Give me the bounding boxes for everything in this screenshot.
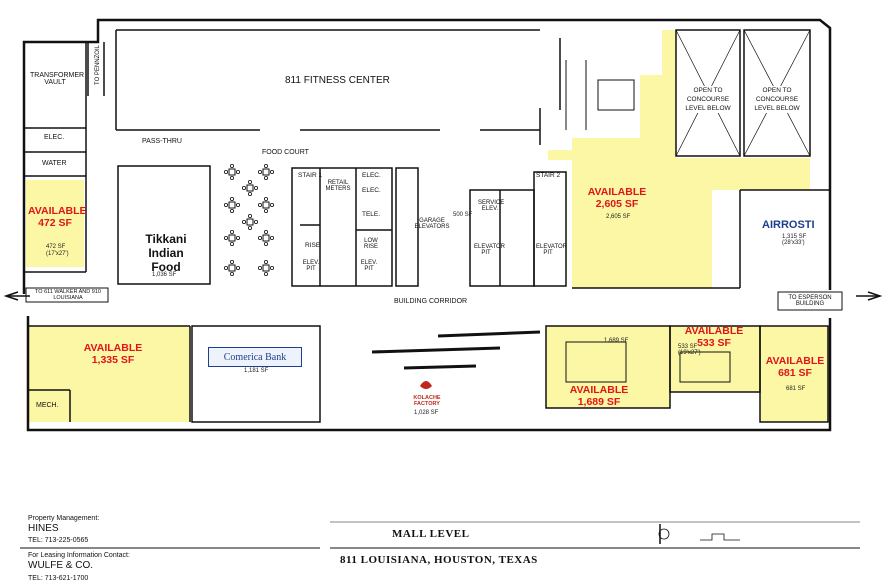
building-corridor-label: BUILDING CORRIDOR xyxy=(394,298,468,305)
available-1689-sf: 1,689 SF xyxy=(604,338,629,344)
available-area-681 xyxy=(760,326,828,422)
exterior-walls xyxy=(22,18,832,432)
water-label: WATER xyxy=(42,160,67,167)
property-management-phone: TEL: 713-225-0565 xyxy=(28,537,89,544)
leasing-phone: TEL: 713-621-1700 xyxy=(28,575,89,582)
to-esperson-label: TO ESPERSON BUILDING xyxy=(788,295,832,307)
comerica-logo: Comerica Bank xyxy=(208,347,302,367)
garage-elevators-label: GARAGE ELEVATORS xyxy=(414,218,450,230)
food-court-label: FOOD COURT xyxy=(262,149,309,156)
open-concourse-1-label: OPEN TO CONCOURSE LEVEL BELOW xyxy=(680,86,736,113)
elev-pit-a-label: ELEV. PIT xyxy=(302,260,320,272)
airrosti-dims: (28'x33') xyxy=(782,240,805,246)
elec-b-label: ELEC. xyxy=(362,187,381,194)
rise-label: RISE xyxy=(305,242,321,249)
comerica-name: Comerica Bank xyxy=(223,351,287,363)
service-elev-label: SERVICE ELEV. xyxy=(478,200,505,212)
available-fills xyxy=(26,30,828,422)
elevator-pit-a-label: ELEVATOR PIT xyxy=(474,244,506,256)
property-management-heading: Property Management: xyxy=(28,515,100,522)
available-area-2605 xyxy=(548,30,810,288)
tikkani-label: Tikkani Indian Food xyxy=(145,232,187,274)
to-walker-label: TO 611 WALKER AND 910 LOUISIANA xyxy=(35,289,101,301)
airrosti-logo: AIRROSTI xyxy=(762,219,815,231)
title-block xyxy=(20,521,860,549)
stair-1-label: STAIR 1 xyxy=(298,172,323,179)
available-2605-sf: 2,605 SF xyxy=(606,214,631,220)
comerica-sf: 1,181 SF xyxy=(244,368,269,374)
corridor-ramps xyxy=(371,330,541,370)
available-472-sf: 472 SF xyxy=(46,244,66,250)
mech-label: MECH. xyxy=(36,402,59,409)
plan-address: 811 LOUISIANA, HOUSTON, TEXAS xyxy=(340,554,538,566)
elev-pit-b-label: ELEV. PIT xyxy=(360,260,378,272)
tele-label: TELE. xyxy=(362,211,381,218)
retail-meters-label: RETAIL METERS xyxy=(325,180,351,192)
open-concourse-2-label: OPEN TO CONCOURSE LEVEL BELOW xyxy=(748,86,806,113)
kolache-factory-logo xyxy=(420,381,432,389)
transformer-vault-label: TRANSFORMER VAULT xyxy=(30,72,85,86)
fitness-center-label: 811 FITNESS CENTER xyxy=(285,75,390,86)
plan-title: MALL LEVEL xyxy=(392,528,470,540)
available-area-472 xyxy=(26,180,84,267)
available-681-sf: 681 SF xyxy=(786,386,806,392)
available-area-533 xyxy=(670,326,760,392)
available-area-1335 xyxy=(28,326,190,422)
interior-walls xyxy=(24,29,830,423)
leasing-company: WULFE & CO. xyxy=(28,560,94,571)
available-area-1689 xyxy=(546,326,670,408)
pass-thru-label: PASS-THRU xyxy=(142,138,182,145)
available-533-dims: (19'x27') xyxy=(678,350,701,356)
stair-2-label: STAIR 2 xyxy=(536,172,561,179)
elevator-pit-b-label: ELEVATOR PIT xyxy=(536,244,568,256)
low-rise-label: LOW RISE xyxy=(363,238,378,250)
tikkani-sf: 1,036 SF xyxy=(152,272,177,278)
food-court-tables xyxy=(223,163,275,277)
elec-a-label: ELEC. xyxy=(362,172,381,179)
airrosti-sf: 1,315 SF xyxy=(782,234,807,240)
available-472-dims: (17'x27') xyxy=(46,251,69,257)
available-533-sf: 533 SF xyxy=(678,344,698,350)
kolache-sf: 1,028 SF xyxy=(414,410,439,416)
kolache-logo: KOLACHE FACTORY xyxy=(413,395,441,407)
leasing-heading: For Leasing Information Contact: xyxy=(28,552,130,559)
property-management-company: HINES xyxy=(28,523,59,534)
to-pennzoil-label: TO PENNZOIL xyxy=(94,45,101,85)
corridor-arrows xyxy=(3,287,883,311)
elec-left-label: ELEC. xyxy=(44,134,65,141)
amelies-sf: 500 SF xyxy=(453,212,473,218)
